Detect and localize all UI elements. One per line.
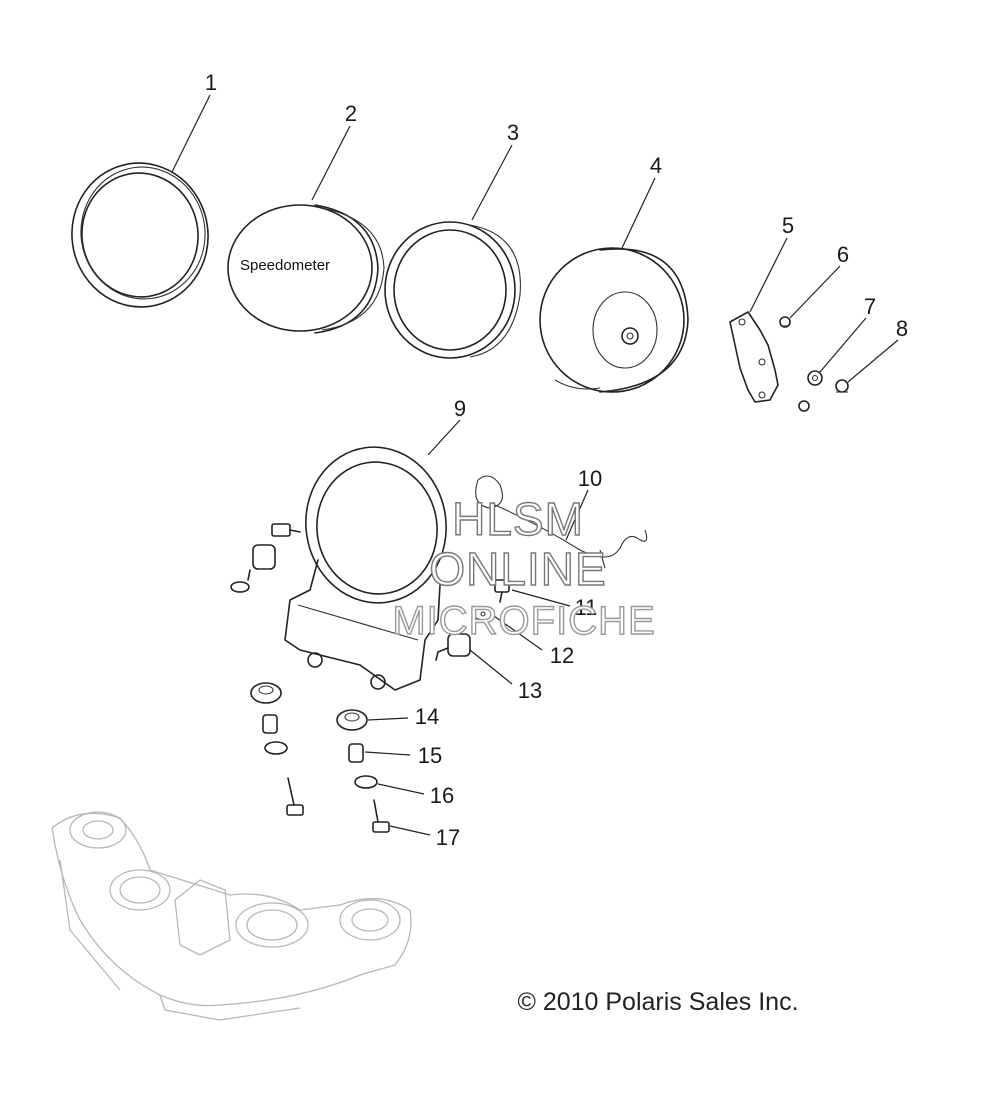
part-1-bezel-ring (71, 162, 209, 308)
left-mount-hardware (230, 523, 301, 593)
part-7-washer (807, 370, 823, 386)
part-12-washer (472, 607, 494, 621)
callout-7: 7 (864, 294, 876, 319)
leader-lines (171, 94, 899, 836)
callout-16: 16 (430, 783, 454, 808)
callout-4: 4 (650, 153, 662, 178)
part-9-mount (284, 446, 447, 691)
part-2-speedometer: Speedometer (227, 204, 385, 334)
part-3-gasket-ring (384, 221, 521, 359)
watermark-line-3: MICROFICHE (392, 599, 655, 643)
part-11-bolt (494, 579, 510, 603)
callout-17: 17 (436, 825, 460, 850)
triple-clamp (51, 811, 412, 1021)
callout-numbers: 1 2 3 4 5 6 7 8 9 10 11 12 13 14 15 16 1… (205, 70, 908, 850)
part-6-screw (779, 316, 791, 328)
part-4-gauge-housing (539, 247, 689, 393)
callout-6: 6 (837, 242, 849, 267)
part-10-harness (475, 475, 648, 569)
callout-11: 11 (575, 595, 598, 620)
callout-10: 10 (578, 466, 602, 491)
part-17-bolts (286, 777, 390, 833)
watermark-line-2: ONLINE (429, 543, 606, 595)
callout-9: 9 (454, 396, 466, 421)
speedometer-label: Speedometer (240, 257, 330, 274)
callout-8: 8 (896, 316, 908, 341)
part-14-grommets (250, 682, 368, 731)
part-6b-screw (798, 400, 810, 412)
callout-1: 1 (205, 70, 217, 95)
callout-12: 12 (550, 643, 574, 668)
part-15-spacers (262, 714, 364, 763)
part-5-bracket (729, 311, 779, 403)
part-13-grommet (435, 633, 471, 661)
callout-2: 2 (345, 101, 357, 126)
watermark-line-1: HLSM (452, 493, 584, 545)
callout-13: 13 (518, 678, 542, 703)
callout-3: 3 (507, 120, 519, 145)
watermark: HLSM ONLINE MICROFICHE (392, 492, 656, 643)
part-16-washers (264, 741, 378, 789)
copyright-notice: © 2010 Polaris Sales Inc. (517, 988, 798, 1016)
part-8-screw (835, 379, 849, 393)
callout-5: 5 (782, 213, 794, 238)
callout-14: 14 (415, 704, 439, 729)
callout-15: 15 (418, 743, 442, 768)
